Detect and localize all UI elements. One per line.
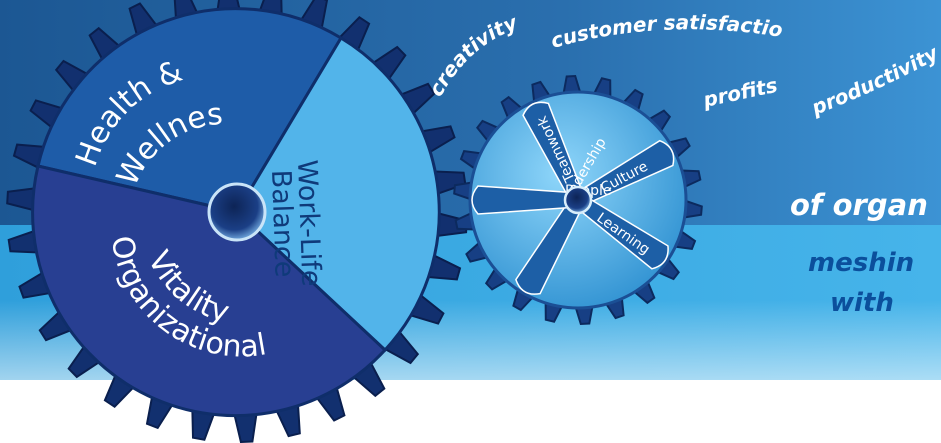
work-life-balance-segment	[235, 35, 441, 353]
small-gear: Teamwork Culture Learning Leadership Peo…	[453, 74, 703, 326]
worklife-line1: Work-Life	[291, 159, 326, 287]
big-gear: Health & Wellness Work-Life Balance Orga…	[0, 0, 468, 443]
small-gear-hub	[563, 185, 593, 215]
big-gear-hub	[207, 182, 267, 242]
tagline-line2: meshin	[808, 248, 915, 278]
tagline-line1: of organ	[790, 188, 928, 222]
health-wellness-segment	[36, 7, 344, 214]
worklife-line2: Balance	[265, 169, 300, 278]
organizational-vitality-segment	[31, 164, 388, 418]
tagline-line3: with	[830, 288, 894, 318]
